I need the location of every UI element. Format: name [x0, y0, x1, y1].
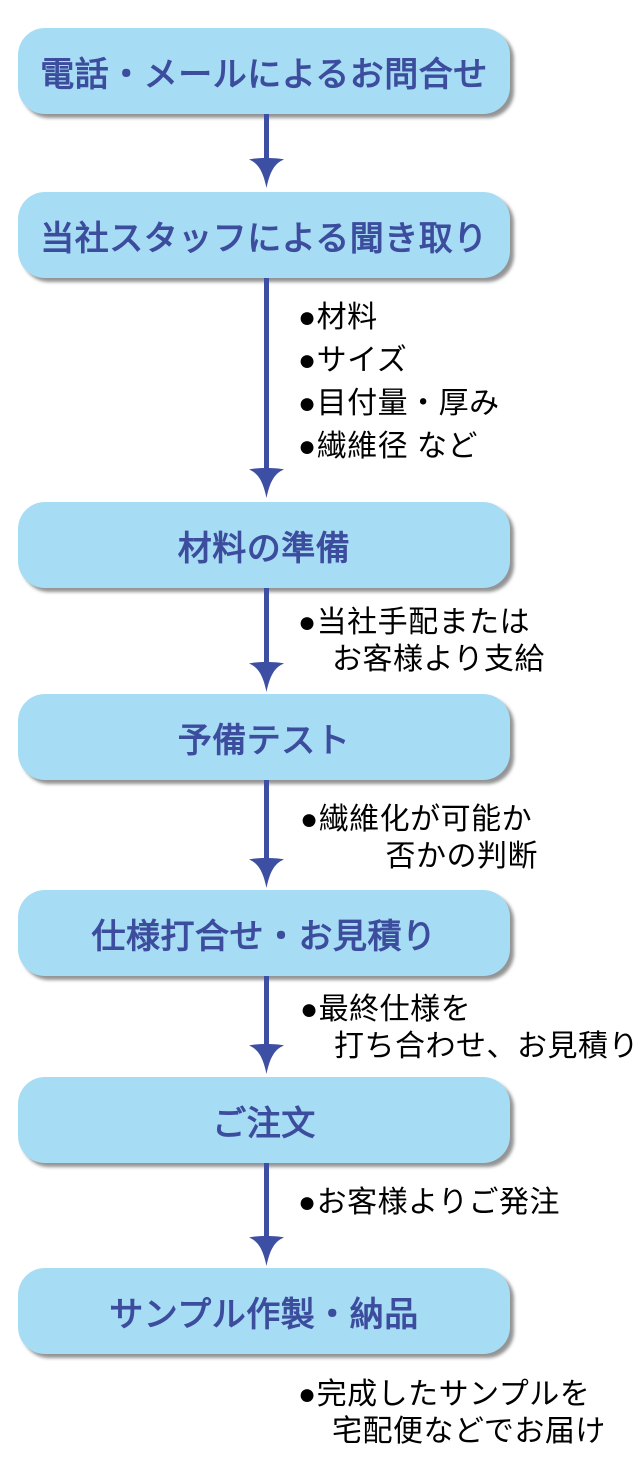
note-line-size: ●サイズ — [298, 344, 408, 377]
arrow-head-icon — [249, 662, 284, 692]
arrow-stem — [264, 588, 269, 672]
arrow-down-1 — [249, 114, 284, 188]
arrow-head-icon — [249, 858, 284, 888]
flow-step-sample-delivery-label: サンプル作製・納品 — [109, 1295, 419, 1334]
arrow-down-4 — [249, 780, 284, 888]
note-line: 否かの判断 — [385, 840, 538, 873]
note-line-weight-thickness: ●目付量・厚み — [298, 387, 500, 420]
note-line-material: ●材料 — [298, 301, 378, 334]
arrow-down-6 — [249, 1163, 284, 1266]
note-material-source: ●当社手配または お客様より支給 — [298, 604, 545, 678]
flow-step-spec-quote: 仕様打合せ・お見積り — [18, 890, 510, 976]
note-order: ●お客様よりご発注 — [298, 1184, 560, 1221]
flow-step-preliminary-test-label: 予備テスト — [177, 721, 351, 760]
note-line: ●繊維化が可能か — [300, 803, 533, 836]
note-final-spec: ●最終仕様を 打ち合わせ、お見積り — [300, 991, 639, 1065]
flow-step-hearing: 当社スタッフによる聞き取り — [18, 192, 510, 278]
flow-step-inquiry-label: 電話・メールによるお問合せ — [40, 55, 488, 94]
flow-step-spec-quote-label: 仕様打合せ・お見積り — [91, 917, 437, 956]
note-hearing-items: ●材料 ●サイズ ●目付量・厚み ●繊維径 など — [298, 296, 500, 468]
flow-step-preliminary-test: 予備テスト — [18, 694, 510, 780]
arrow-head-icon — [249, 1236, 284, 1266]
arrow-stem — [264, 780, 269, 868]
arrow-head-icon — [249, 158, 284, 188]
arrow-stem — [264, 114, 269, 168]
flow-step-inquiry: 電話・メールによるお問合せ — [18, 28, 510, 114]
arrow-head-icon — [249, 1044, 284, 1074]
arrow-down-3 — [249, 588, 284, 692]
arrow-down-2 — [249, 278, 284, 498]
note-fiber-judgement: ●繊維化が可能か 否かの判断 — [300, 801, 538, 875]
note-line-fiber-diameter: ●繊維径 など — [298, 430, 478, 463]
note-line: お客様より支給 — [332, 643, 545, 676]
arrow-stem — [264, 1163, 269, 1246]
note-delivery: ●完成したサンプルを 宅配便などでお届け — [298, 1376, 606, 1450]
flow-step-order: ご注文 — [18, 1077, 510, 1163]
note-line: ●お客様よりご発注 — [298, 1186, 561, 1219]
note-line: 宅配便などでお届け — [332, 1415, 606, 1448]
arrow-stem — [264, 278, 269, 478]
note-line: ●当社手配または — [298, 606, 531, 639]
flow-step-material-prep-label: 材料の準備 — [177, 529, 351, 568]
arrow-stem — [264, 976, 269, 1054]
arrow-head-icon — [249, 468, 284, 498]
flow-step-sample-delivery: サンプル作製・納品 — [18, 1268, 510, 1354]
note-line: ●完成したサンプルを — [298, 1378, 591, 1411]
note-line: 打ち合わせ、お見積り — [334, 1030, 639, 1063]
flow-step-hearing-label: 当社スタッフによる聞き取り — [40, 219, 488, 258]
arrow-down-5 — [249, 976, 284, 1074]
note-line: ●最終仕様を — [300, 993, 472, 1026]
flow-step-material-prep: 材料の準備 — [18, 502, 510, 588]
flow-step-order-label: ご注文 — [212, 1104, 316, 1143]
